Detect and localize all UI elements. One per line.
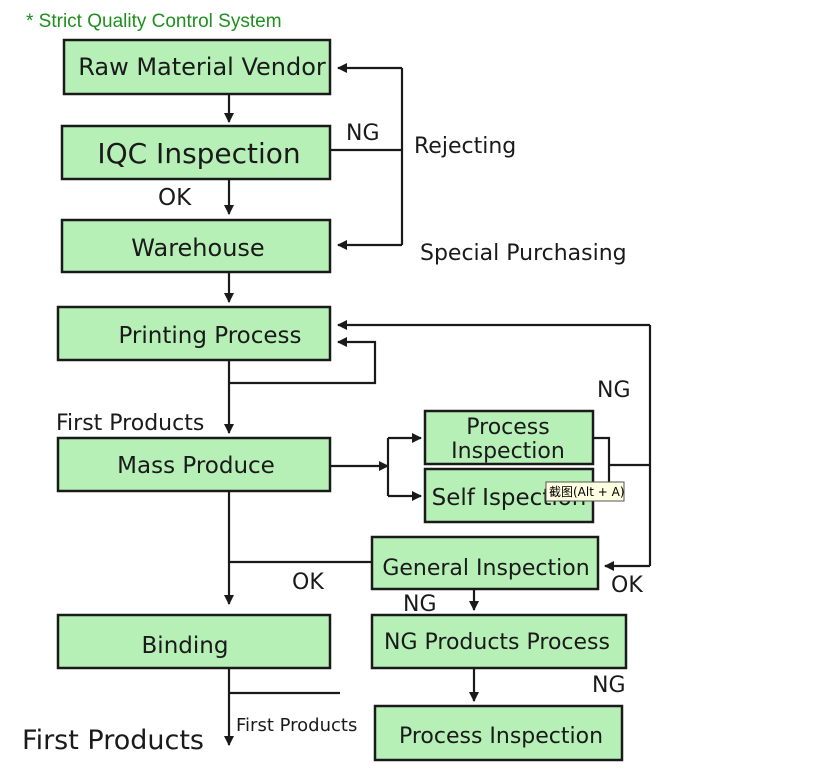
- box-warehouse: Warehouse: [60, 218, 332, 274]
- tooltip-text: 截图(Alt + A): [549, 485, 625, 499]
- label-first-products-3: First Products: [22, 725, 204, 756]
- box-ng-products-process: NG Products Process: [370, 613, 628, 670]
- label-ok-general: OK: [292, 570, 324, 595]
- box-label-line-2: Inspection: [451, 439, 565, 464]
- box-label: Process Inspection: [399, 724, 603, 749]
- box-label: Binding: [142, 633, 229, 659]
- label-ng-iqc: NG: [346, 121, 380, 146]
- box-label: NG Products Process: [384, 630, 610, 655]
- box-label: Warehouse: [131, 234, 264, 262]
- label-ng-general: NG: [403, 592, 437, 617]
- box-label: Printing Process: [118, 323, 301, 349]
- box-process-inspection: Process Inspection: [423, 409, 595, 466]
- box-iqc-inspection: IQC Inspection: [60, 124, 332, 181]
- box-label: Raw Material Vendor: [78, 53, 326, 81]
- label-ok-right: OK: [611, 573, 643, 598]
- box-printing-process: Printing Process: [56, 305, 332, 362]
- label-rejecting: Rejecting: [414, 134, 516, 159]
- box-label: General Inspection: [382, 556, 589, 581]
- arrow-first-products-loop: [229, 337, 377, 385]
- box-label-line-1: Process: [466, 415, 549, 440]
- box-process-inspection-bottom: Process Inspection: [373, 704, 624, 762]
- box-mass-produce: Mass Produce: [56, 436, 332, 493]
- label-special-purchasing: Special Purchasing: [420, 241, 627, 266]
- connectors: [224, 63, 652, 746]
- box-label: Mass Produce: [117, 453, 275, 479]
- label-ng-right: NG: [597, 378, 631, 403]
- label-first-products-1: First Products: [56, 411, 204, 436]
- box-raw-material-vendor: Raw Material Vendor: [62, 38, 332, 96]
- screenshot-tooltip: 截图(Alt + A): [545, 481, 625, 502]
- label-ng-bottom: NG: [592, 673, 626, 698]
- box-general-inspection: General Inspection: [370, 535, 600, 591]
- diagram-title: * Strict Quality Control System: [26, 11, 282, 32]
- label-ok-iqc: OK: [158, 185, 192, 211]
- box-label: IQC Inspection: [97, 137, 300, 170]
- box-binding: Binding: [56, 613, 332, 670]
- label-first-products-2: First Products: [236, 715, 357, 736]
